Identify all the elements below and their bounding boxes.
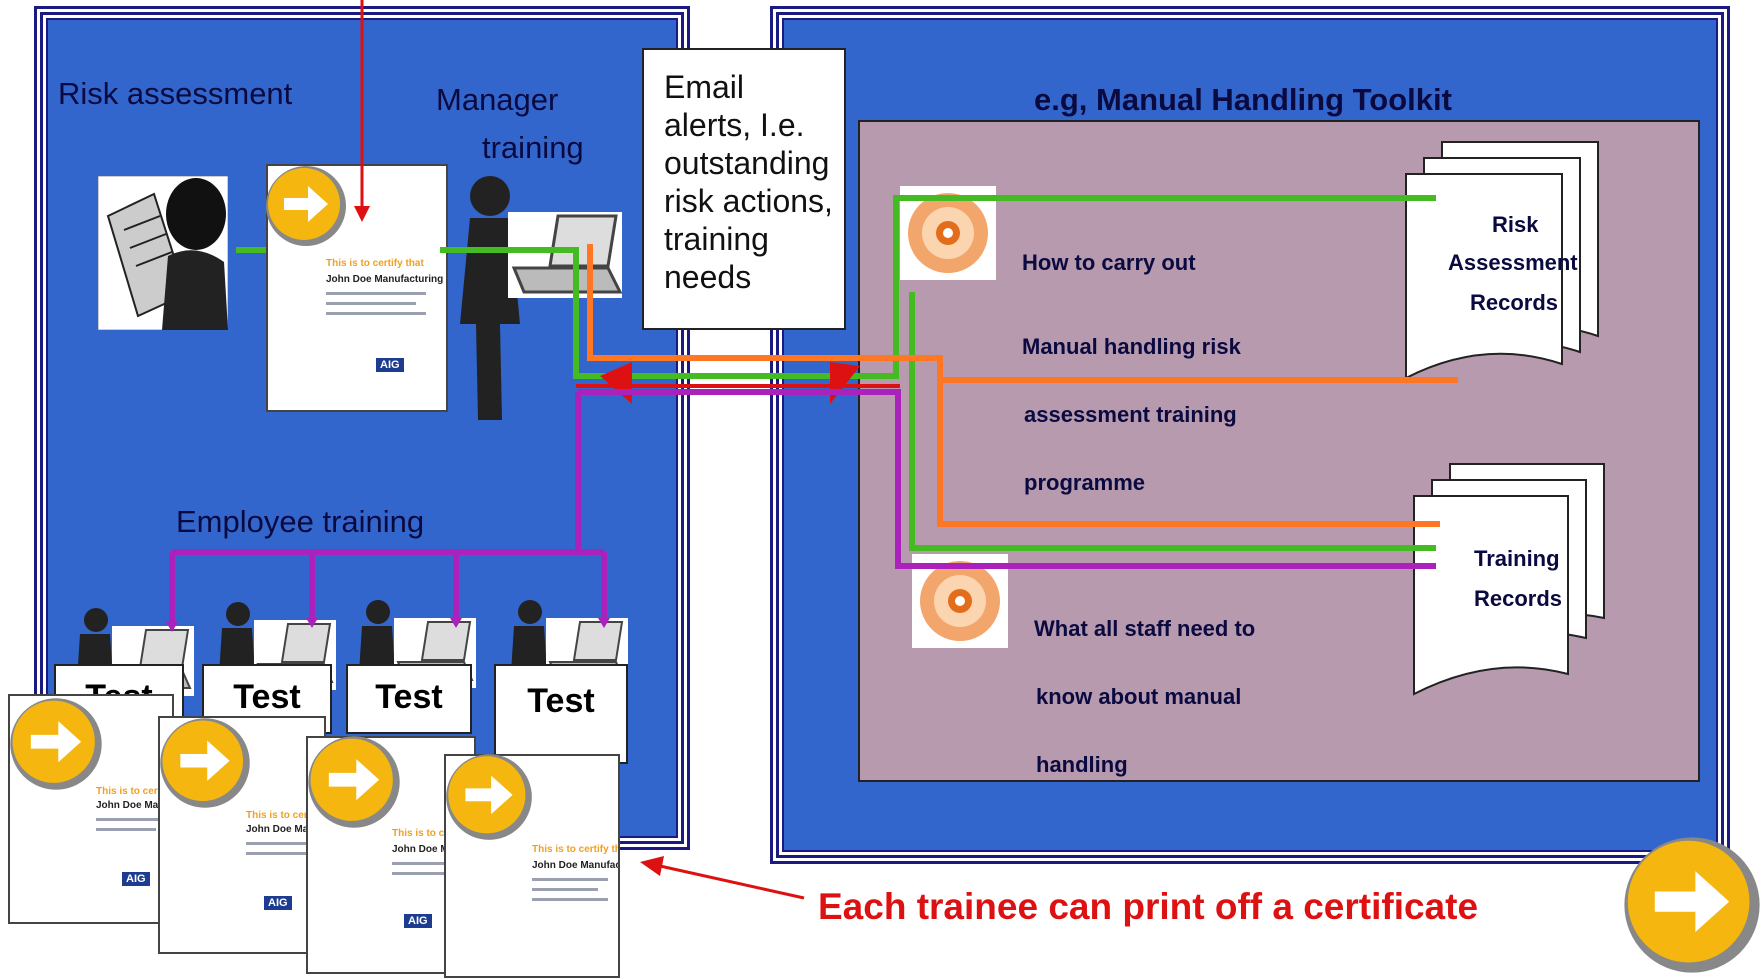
certificate-heading: This is to certify that [532,844,620,855]
certificate-company: John Doe Manufacturing Ltd [326,274,448,285]
certificate-badge: AIG [404,914,432,928]
employee-training-label: Employee training [176,504,425,539]
training-records-line: Training [1474,546,1560,571]
course2-line: know about manual [1036,684,1242,709]
arrow-badge-icon [266,166,346,246]
arrow-badge-icon [1624,837,1760,973]
training-cd-icon [900,186,996,280]
test-card: Test [494,664,628,764]
certificate-footnote: Each trainee can print off a certificate [818,886,1479,927]
email-line: needs [664,259,752,295]
certificate-badge: AIG [376,358,404,372]
laptop-icon [508,212,622,298]
arrow-badge-icon [10,698,102,790]
risk-records-line: Records [1470,290,1559,315]
training-records-stack [1413,463,1605,696]
training-records-line: Records [1474,586,1563,611]
course2-line: handling [1036,752,1128,777]
test-card: Test [346,664,472,734]
certificate-badge: AIG [122,872,150,886]
email-line: outstanding [664,145,830,181]
arrow-badge-icon [446,754,532,840]
certificate-heading: This is to certify that [392,828,474,839]
certificate-company: John Doe Manufacturing Ltd [96,800,172,811]
certificate-badge: AIG [264,896,292,910]
arrow-badge-icon [160,718,250,808]
certificate-heading: This is to certify that [246,810,324,821]
risk-records-stack [1405,141,1599,380]
course1-line: How to carry out [1022,250,1196,275]
training-cd-icon [912,554,1008,648]
arrow-badge-icon [308,736,400,828]
certificate-heading: This is to certify that [96,786,172,797]
email-line: Email [664,69,745,105]
email-line: alerts, I.e. [664,107,805,143]
toolkit-title: e.g, Manual Handling Toolkit [1034,82,1452,117]
certificate-company: John Doe Manufacturing Ltd [246,824,324,835]
manager-training-label-2: training [482,130,584,165]
manager-training-label-1: Manager [436,82,559,117]
risk-records-line: Risk [1492,212,1539,237]
email-line: training [664,221,769,257]
clipboard-person-icon [98,176,228,330]
email-alerts-box: Email alerts, I.e. outstanding risk acti… [642,48,846,330]
course1-line: assessment training [1024,402,1237,427]
risk-assessment-label: Risk assessment [58,76,293,111]
course2-line: What all staff need to [1034,616,1256,641]
course1-line: Manual handling risk [1022,334,1241,359]
certificate-company: John Doe Manufacturing Ltd [532,860,618,871]
course1-line: programme [1024,470,1146,495]
risk-records-line: Assessment [1448,250,1578,275]
certificate-heading: This is to certify that [326,258,424,269]
certificate-company: John Doe Manufacturing Ltd [392,844,474,855]
email-line: risk actions, [664,183,833,219]
